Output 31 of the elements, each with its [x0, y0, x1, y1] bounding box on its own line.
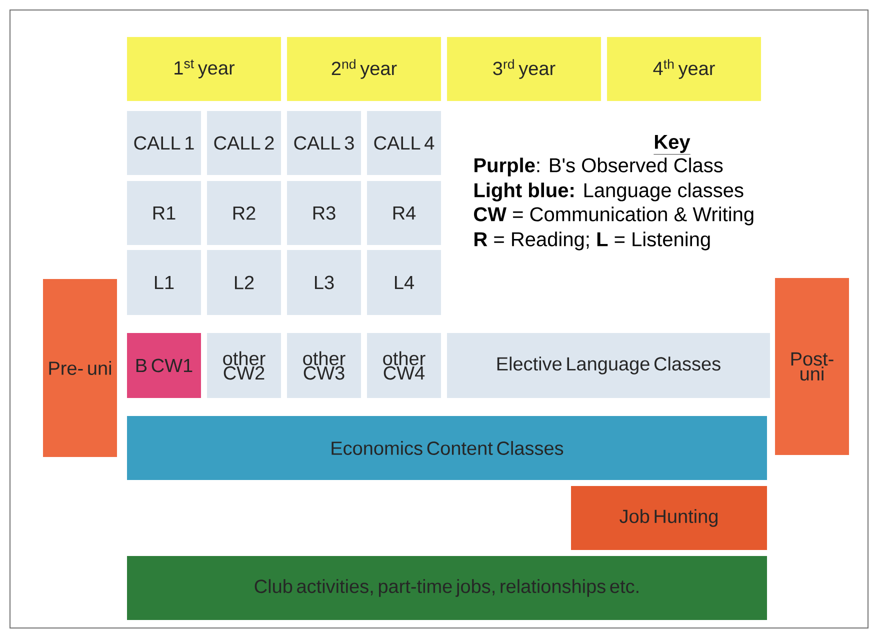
- year-box: 2$^{nd}$ year: [287, 37, 441, 101]
- stage-box: Pre- uni: [43, 279, 117, 457]
- class-box: L1: [127, 250, 201, 315]
- class-box: other CW2: [207, 333, 281, 398]
- class-box: other CW3: [287, 333, 361, 398]
- year-box: 4$^{th}$ year: [607, 37, 761, 101]
- key-heading: Key: [653, 135, 691, 155]
- year-box: 3$^{rd}$ year: [447, 37, 601, 101]
- class-box: Elective Language Classes: [447, 333, 770, 398]
- class-box: R3: [287, 181, 361, 245]
- key-entry: Purple: B's Observed Class: [474, 158, 723, 176]
- key-entry: Light blue: Language classes: [474, 182, 744, 202]
- content-band: Economics Content Classes: [127, 416, 767, 480]
- class-box: L4: [367, 250, 441, 315]
- class-box: B CW1: [127, 333, 201, 398]
- class-box: CALL 1: [127, 111, 201, 175]
- key-entry: R = Reading; L = Listening: [474, 232, 710, 250]
- class-box: L3: [287, 250, 361, 315]
- key-entry: CW = Communication & Writing: [474, 206, 754, 226]
- class-box: R2: [207, 181, 281, 245]
- class-box: other CW4: [367, 333, 441, 398]
- class-box: R4: [367, 181, 441, 245]
- activity-band: Club activities, part-time jobs, relationships etc.: [127, 556, 767, 620]
- class-box: CALL 2: [207, 111, 281, 175]
- class-box: L2: [207, 250, 281, 315]
- job-box: Job Hunting: [571, 486, 767, 550]
- stage-box: Post- uni: [775, 278, 849, 455]
- class-box: CALL 4: [367, 111, 441, 175]
- year-box: 1$^{st}$ year: [127, 37, 281, 101]
- class-box: R1: [127, 181, 201, 245]
- class-box: CALL 3: [287, 111, 361, 175]
